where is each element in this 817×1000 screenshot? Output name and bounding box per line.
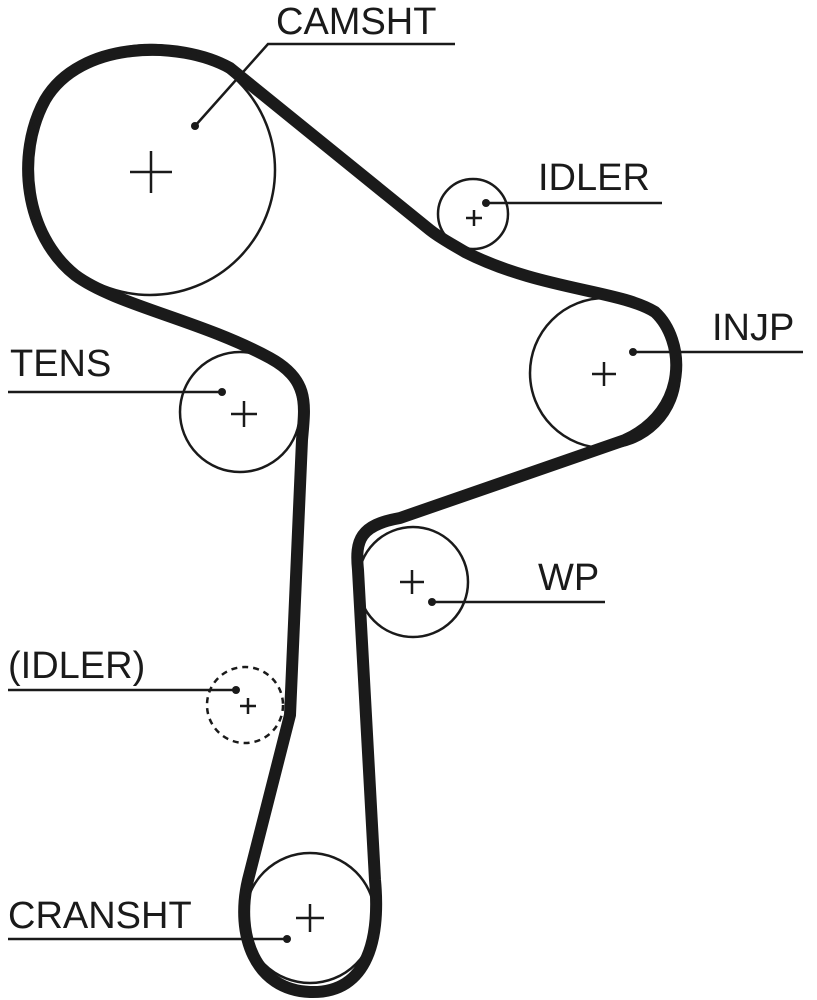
tensioner-leader [8, 388, 226, 396]
water-pump-label: WP [538, 557, 599, 599]
camshaft-label: CAMSHT [276, 1, 436, 43]
idler-pulley-top [436, 177, 510, 251]
idler-top-leader [482, 199, 662, 207]
crankshaft-pulley [243, 851, 377, 985]
optional-idler-pulley [205, 665, 285, 745]
tensioner-pulley [178, 350, 302, 474]
camshaft-pulley [23, 43, 277, 297]
injection-pump-pulley [528, 296, 682, 450]
tensioner-label: TENS [10, 343, 111, 385]
crankshaft-label: CRANSHT [8, 895, 192, 937]
water-pump-leader [428, 598, 605, 606]
crankshaft-leader [8, 935, 291, 943]
idler-top-label: IDLER [538, 157, 650, 199]
optional-idler-label: (IDLER) [8, 645, 145, 687]
water-pump-pulley [356, 525, 470, 639]
optional-idler-leader [8, 686, 240, 694]
camshaft-leader [191, 42, 455, 130]
timing-belt [22, 44, 683, 999]
injection-pump-label: INJP [712, 307, 794, 349]
injection-pump-leader [629, 348, 803, 356]
